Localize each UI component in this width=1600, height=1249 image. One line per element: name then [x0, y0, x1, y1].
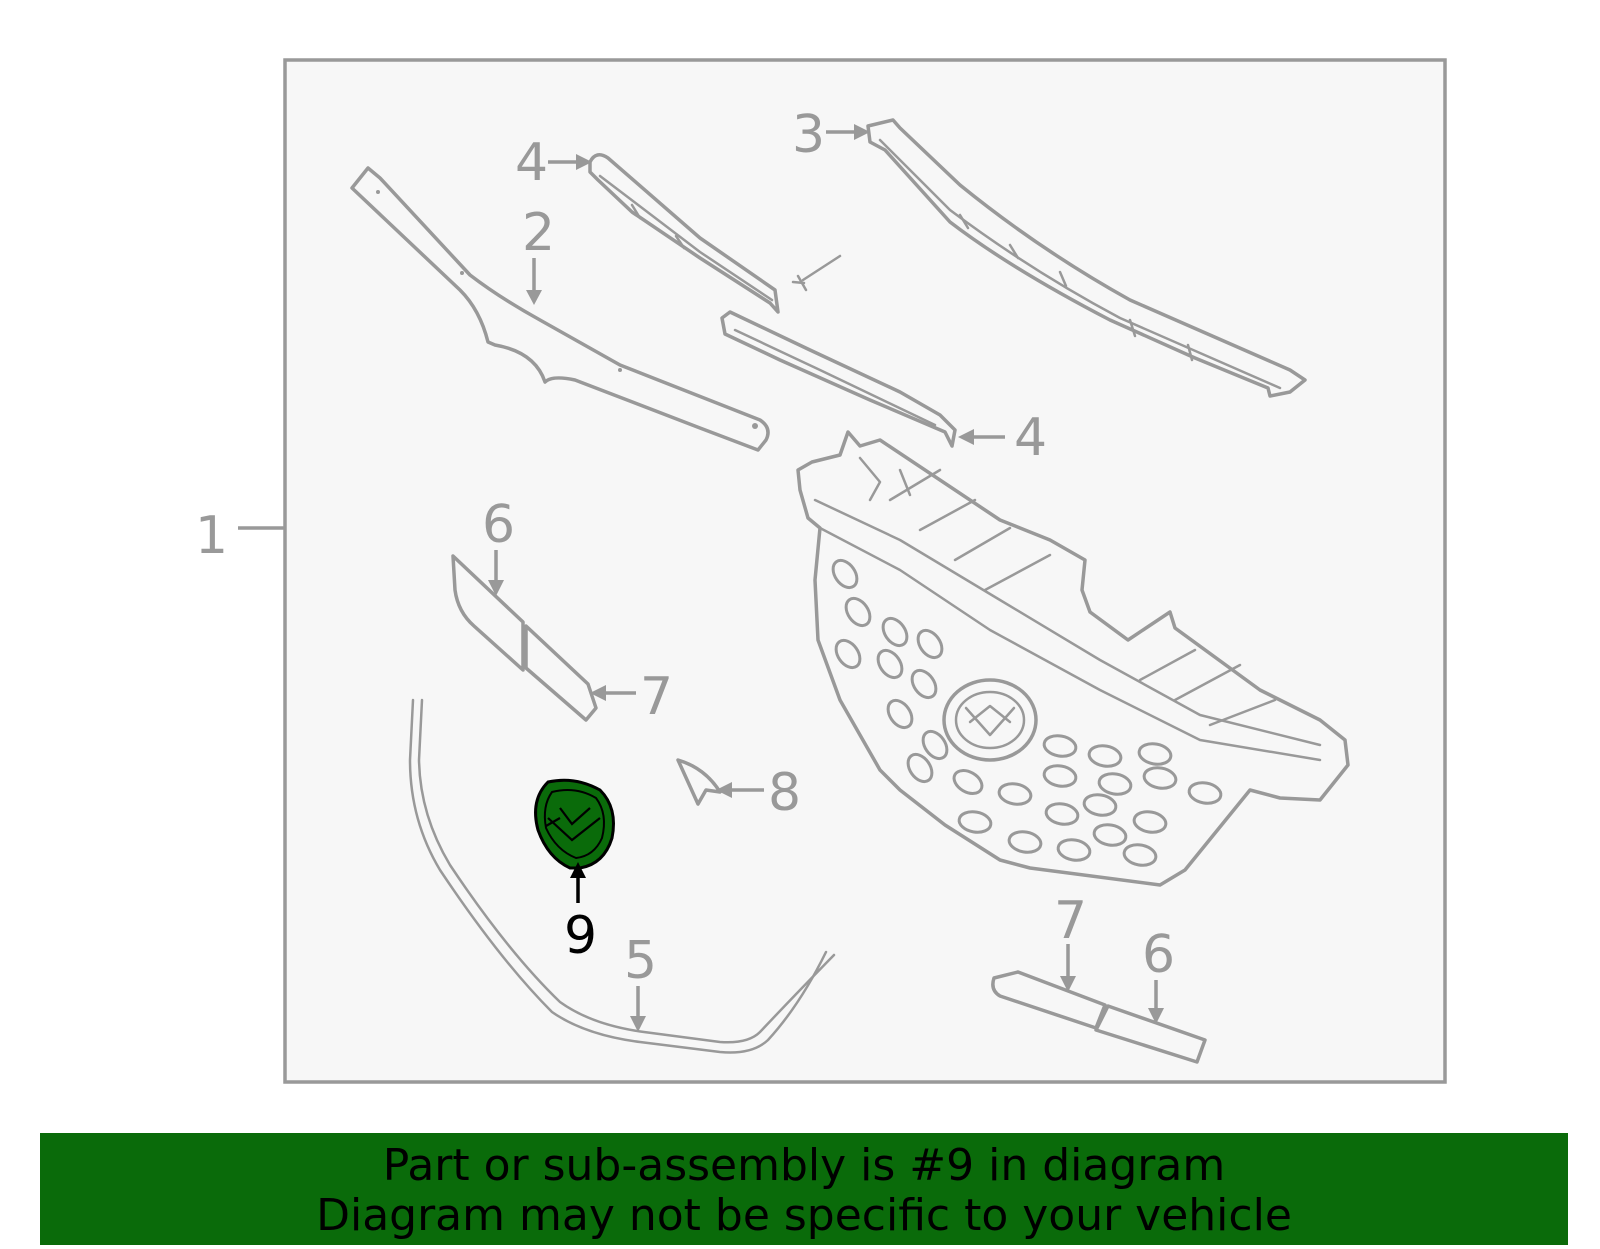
part-7-right-trim [991, 970, 1107, 1030]
banner-line-1: Part or sub-assembly is #9 in diagram [382, 1140, 1226, 1191]
callout-8: 8 [768, 763, 801, 823]
arrowhead-7a [590, 685, 606, 701]
arrowhead-3 [854, 124, 870, 140]
part-2-upper-garnish [350, 166, 770, 452]
callout-4b: 4 [1014, 408, 1047, 468]
callout-6a: 6 [482, 495, 515, 555]
callout-2: 2 [522, 203, 555, 263]
arrowhead-6a [488, 580, 504, 596]
arrowhead-7b [1060, 976, 1076, 992]
callout-5: 5 [624, 931, 657, 991]
part-8-bracket [676, 758, 722, 806]
callout-9[interactable]: 9 [564, 906, 597, 966]
callout-7a: 7 [640, 667, 673, 727]
info-banner: Part or sub-assembly is #9 in diagram Di… [40, 1133, 1568, 1245]
arrowhead-6b [1148, 1008, 1164, 1024]
part-9-emblem-highlighted[interactable] [534, 778, 615, 870]
callout-4a: 4 [515, 133, 548, 193]
arrowhead-8 [716, 782, 732, 798]
arrowhead-2 [526, 290, 542, 305]
arrowhead-4b [958, 429, 974, 445]
callout-7b: 7 [1054, 891, 1087, 951]
callout-6b: 6 [1142, 925, 1175, 985]
part-4-lower-molding [720, 310, 957, 448]
banner-line-2: Diagram may not be specific to your vehi… [316, 1190, 1292, 1241]
arrowhead-9 [570, 862, 586, 878]
part-5-lower-molding [408, 698, 836, 1054]
part-4-upper-molding [588, 153, 780, 314]
callout-3: 3 [792, 105, 825, 165]
arrowhead-5 [630, 1016, 646, 1032]
part-3-upper-molding [866, 118, 1307, 398]
clip-fastener [791, 254, 842, 292]
callout-1: 1 [195, 506, 228, 566]
grille-assembly [796, 430, 1350, 887]
part-6-right-trim [1094, 1004, 1207, 1064]
part-6-left-trim [451, 554, 525, 672]
part-7-left-trim [524, 624, 598, 722]
arrowhead-4a [576, 154, 592, 170]
